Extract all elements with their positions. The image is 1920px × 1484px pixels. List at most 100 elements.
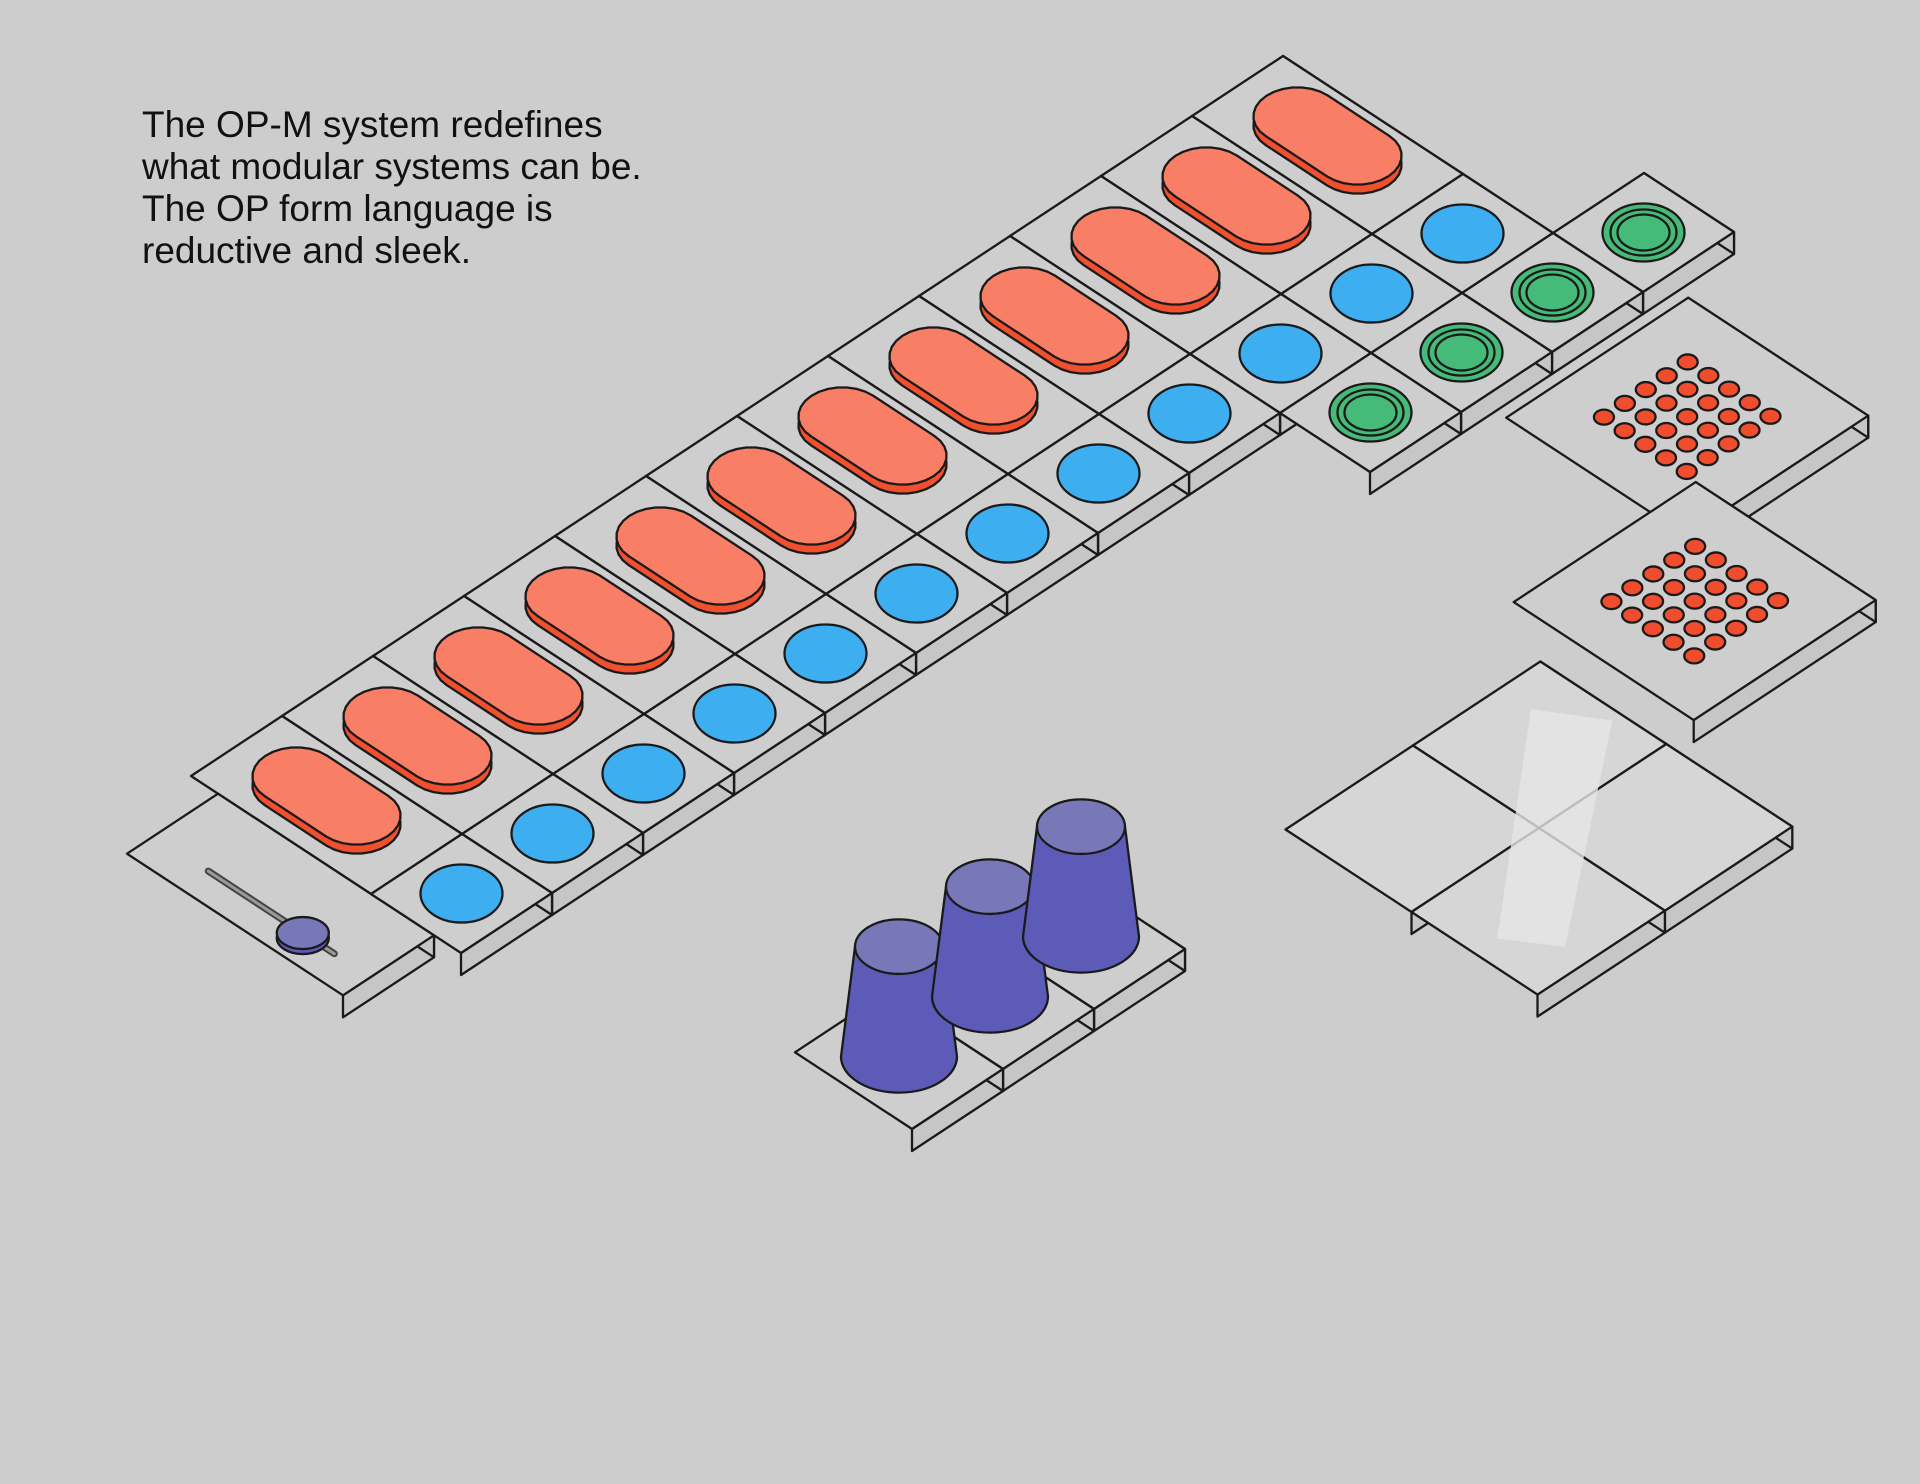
pill-key [433, 626, 584, 735]
speaker-dot [1683, 619, 1706, 638]
blue-circle-button [692, 683, 777, 744]
speaker-dot [1724, 619, 1748, 637]
pill-key-tile [735, 354, 1010, 558]
blue-circle-button [1147, 383, 1232, 444]
speaker-dot [1655, 394, 1678, 412]
speaker-dot [1704, 606, 1727, 624]
speaker-dot [1634, 408, 1657, 426]
pill-key [342, 686, 493, 795]
pill-key-top [342, 686, 493, 786]
speaker-dot [1613, 422, 1636, 440]
speaker-dot [1759, 407, 1782, 425]
speaker-dot [1717, 435, 1740, 453]
blue-circle-button [419, 863, 504, 924]
speaker-dot [1704, 633, 1727, 651]
speaker-dot [1654, 449, 1678, 467]
pill-key [1070, 206, 1221, 315]
speaker-dot [1696, 448, 1719, 467]
knob [1021, 798, 1141, 974]
pill-key-top [615, 506, 766, 606]
slider-knob-icon [275, 915, 330, 951]
speaker-dot [1696, 394, 1720, 412]
pill-key [524, 566, 675, 675]
blue-circle-button [1238, 323, 1323, 384]
blue-circle-button [1420, 203, 1505, 264]
blue-circle-button [601, 743, 686, 804]
knob-body [839, 945, 959, 1094]
blue-button-tile [642, 652, 827, 797]
pill-key-top [1252, 86, 1403, 186]
pill-key-top [1070, 206, 1221, 306]
speaker-dot [1641, 592, 1665, 610]
green-button-tile [1278, 351, 1463, 496]
speaker-dot [1745, 605, 1769, 624]
pill-key [1161, 146, 1312, 255]
speaker-dot [1620, 606, 1644, 624]
speaker-dot [1683, 592, 1706, 610]
pill-key [888, 326, 1039, 435]
speaker-dot [1746, 578, 1769, 596]
speaker-dot [1642, 565, 1665, 583]
blue-circle-button [874, 563, 959, 624]
speaker-dot [1641, 620, 1664, 638]
blue-circle-button [965, 503, 1050, 564]
pill-key-top [706, 446, 857, 546]
pill-key-top [251, 746, 402, 846]
blue-circle-button [510, 803, 595, 864]
green-ring-core [1434, 333, 1489, 372]
pill-key-top [979, 266, 1130, 366]
knob-body [930, 885, 1050, 1034]
speaker-dot [1738, 421, 1761, 439]
pill-key [1252, 86, 1403, 195]
blue-circle-button [1329, 263, 1414, 324]
speaker-dot [1676, 380, 1699, 398]
pill-key-top [1161, 146, 1312, 246]
speaker-dot [1717, 407, 1740, 426]
speaker-dot [1683, 565, 1707, 583]
speaker-dot [1766, 591, 1790, 610]
pill-key-top [797, 386, 948, 486]
pill-key [979, 266, 1130, 375]
speaker-dot [1725, 592, 1748, 610]
pill-key-tile [826, 294, 1101, 498]
blue-circle-button [783, 623, 868, 684]
speaker-dot [1621, 579, 1644, 597]
blue-circle-button [1056, 443, 1141, 504]
green-ring-inner [1427, 328, 1496, 377]
speaker-dot [1600, 592, 1623, 611]
speaker-dot [1675, 435, 1699, 453]
speaker-dot [1655, 367, 1678, 385]
glass-highlight [1497, 709, 1613, 947]
speaker-dot [1634, 435, 1657, 453]
green-ring-inner [1609, 208, 1678, 257]
speaker-dot [1663, 551, 1686, 569]
speaker-dot [1717, 380, 1741, 398]
green-ring-inner [1336, 388, 1405, 437]
green-ring-inner [1518, 268, 1587, 317]
speaker-dot [1704, 578, 1727, 596]
pill-key-top [433, 626, 584, 726]
speaker-dot [1684, 537, 1707, 556]
speaker-dot [1683, 647, 1706, 665]
speaker-dot [1676, 353, 1699, 371]
knob [839, 918, 959, 1094]
knob [930, 858, 1050, 1034]
speaker-dot [1738, 394, 1761, 412]
speaker-dot [1697, 366, 1720, 385]
pill-key [706, 446, 857, 555]
green-ring-core [1525, 273, 1580, 312]
pill-key [615, 506, 766, 615]
green-ring-core [1616, 213, 1671, 252]
speaker-grid-modules [1505, 296, 1877, 744]
keyboard-module [125, 54, 1736, 1019]
speaker-dot [1704, 551, 1728, 569]
knob-top [853, 918, 945, 976]
display-module [1284, 660, 1794, 1018]
speaker-dot [1675, 462, 1698, 481]
knob-top [944, 858, 1036, 916]
speaker-grid-tile [1512, 480, 1877, 744]
speaker-dot [1655, 421, 1678, 440]
pill-key-top [524, 566, 675, 666]
blue-button-tile [369, 832, 554, 977]
